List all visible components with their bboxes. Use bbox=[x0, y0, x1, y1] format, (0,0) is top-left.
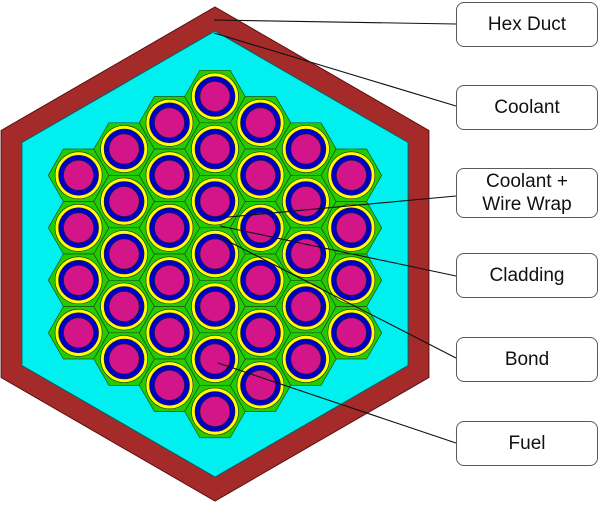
fuel-pin bbox=[191, 230, 239, 278]
fuel-pin bbox=[236, 361, 285, 410]
fuel-circle bbox=[336, 264, 367, 296]
fuel-pin bbox=[191, 335, 239, 383]
fuel-pin bbox=[145, 99, 194, 147]
fuel-circle bbox=[108, 291, 140, 322]
fuel-pin bbox=[236, 99, 285, 147]
fuel-circle bbox=[63, 317, 94, 349]
fuel-pin bbox=[327, 256, 376, 305]
fuel-circle bbox=[199, 396, 231, 427]
fuel-circle bbox=[108, 343, 140, 375]
coolant-wire-wrap-label: Coolant + Wire Wrap bbox=[456, 168, 598, 218]
cladding-leader bbox=[219, 225, 457, 277]
cladding-label: Cladding bbox=[456, 253, 598, 298]
fuel-pin bbox=[145, 361, 194, 410]
fuel-circle bbox=[199, 343, 231, 375]
fuel-circle bbox=[290, 343, 322, 375]
fuel-pin bbox=[236, 151, 285, 200]
fuel-pin bbox=[282, 282, 330, 331]
fuel-pin bbox=[145, 256, 194, 305]
fuel-pin bbox=[191, 387, 239, 436]
fuel-pin bbox=[145, 151, 194, 200]
fuel-pin bbox=[54, 151, 103, 200]
fuel-circle bbox=[63, 160, 94, 191]
fuel-pin bbox=[327, 308, 376, 357]
fuel-pin bbox=[282, 335, 330, 383]
fuel-pin bbox=[191, 282, 239, 331]
fuel-circle bbox=[245, 264, 276, 296]
fuel-pin bbox=[145, 204, 194, 252]
fuel-pin bbox=[236, 256, 285, 305]
fuel-circle bbox=[63, 212, 94, 244]
fuel-circle bbox=[199, 238, 231, 270]
fuel-pins bbox=[54, 72, 376, 436]
fuel-circle bbox=[199, 291, 231, 322]
leader-lines bbox=[213, 19, 457, 444]
fuel-pin bbox=[54, 256, 103, 305]
fuel-circle bbox=[245, 369, 276, 401]
fuel-circle bbox=[63, 264, 94, 296]
hex-duct-leader bbox=[213, 19, 457, 25]
fuel-pin bbox=[191, 125, 239, 173]
bond-leader bbox=[217, 235, 457, 359]
fuel-circle bbox=[154, 212, 185, 244]
fuel-pin bbox=[54, 204, 103, 252]
fuel-pin bbox=[191, 72, 239, 121]
bond-label: Bond bbox=[456, 337, 598, 382]
coolant-label: Coolant bbox=[456, 85, 598, 130]
fuel-leader bbox=[217, 362, 457, 444]
fuel-circle bbox=[154, 317, 185, 349]
fuel-circle bbox=[245, 212, 276, 244]
fuel-circle bbox=[199, 81, 231, 112]
fuel-pin bbox=[145, 308, 194, 357]
fuel-circle bbox=[336, 160, 367, 191]
fuel-pin bbox=[327, 204, 376, 252]
fuel-pin bbox=[54, 308, 103, 357]
fuel-circle bbox=[336, 212, 367, 244]
fuel-circle bbox=[245, 160, 276, 191]
fuel-pin bbox=[100, 125, 148, 173]
fuel-pin bbox=[327, 151, 376, 200]
fuel-circle bbox=[290, 186, 322, 217]
fuel-circle bbox=[290, 238, 322, 270]
fuel-circle bbox=[154, 369, 185, 401]
hex-duct-label: Hex Duct bbox=[456, 2, 598, 47]
fuel-circle bbox=[290, 133, 322, 165]
fuel-pin bbox=[236, 308, 285, 357]
fuel-pin bbox=[100, 177, 148, 226]
coolant-wire-wrap-leader bbox=[217, 195, 457, 219]
fuel-circle bbox=[336, 317, 367, 349]
fuel-circle bbox=[154, 160, 185, 191]
fuel-circle bbox=[245, 107, 276, 139]
fuel-circle bbox=[290, 291, 322, 322]
fuel-circle bbox=[154, 107, 185, 139]
fuel-pin bbox=[282, 230, 330, 278]
fuel-pin bbox=[191, 177, 239, 226]
coolant-leader bbox=[213, 32, 457, 107]
fuel-pin bbox=[100, 230, 148, 278]
fuel-circle bbox=[154, 264, 185, 296]
fuel-circle bbox=[199, 186, 231, 217]
fuel-pin bbox=[100, 335, 148, 383]
fuel-pin bbox=[282, 177, 330, 226]
fuel-circle bbox=[245, 317, 276, 349]
fuel-circle bbox=[108, 133, 140, 165]
fuel-circle bbox=[108, 186, 140, 217]
fuel-circle bbox=[108, 238, 140, 270]
fuel-pin bbox=[100, 282, 148, 331]
fuel-pin bbox=[236, 204, 285, 252]
fuel-label: Fuel bbox=[456, 421, 598, 466]
fuel-pin bbox=[282, 125, 330, 173]
fuel-circle bbox=[199, 133, 231, 165]
